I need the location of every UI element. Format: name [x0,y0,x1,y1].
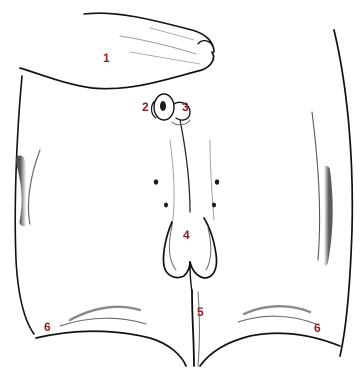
midline [170,120,214,366]
callout-3: 3 [182,101,189,113]
callout-5: 5 [197,306,204,318]
callout-1: 1 [103,52,110,64]
callout-2: 2 [142,101,149,113]
lower-folds [36,306,340,366]
right-contour [312,30,352,356]
callout-4: 4 [183,229,190,241]
upper-fold [20,13,214,88]
paired-marks [154,179,219,207]
callout-6-left: 6 [44,321,51,333]
callout-6-right: 6 [314,322,321,334]
left-contour [15,76,40,334]
